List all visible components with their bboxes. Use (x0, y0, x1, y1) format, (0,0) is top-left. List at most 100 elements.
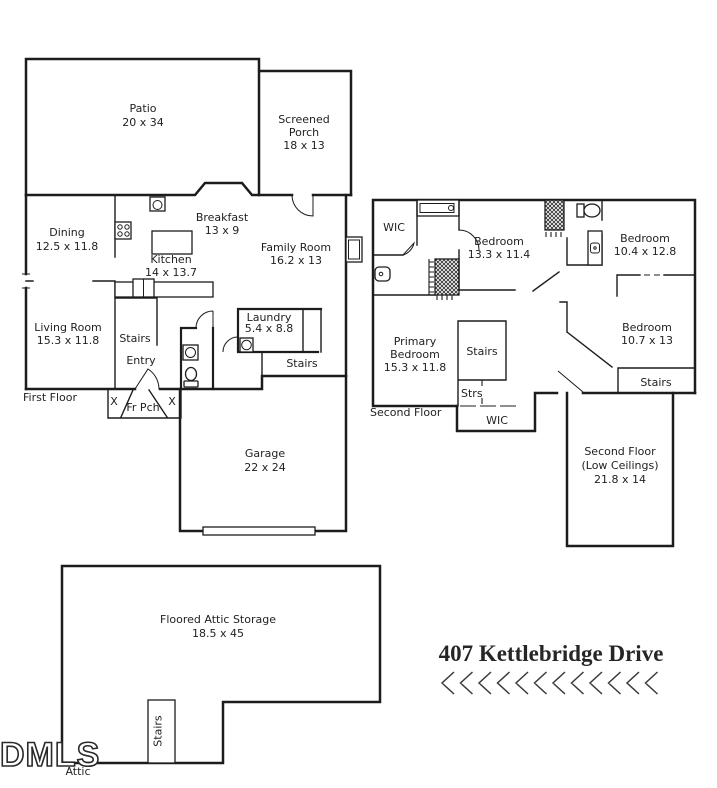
room-label: Stairs (286, 357, 318, 370)
wall-patio-porch (24, 57, 353, 197)
mls-watermark: DMLS (0, 736, 100, 774)
room-label: Living Room (34, 321, 102, 334)
firebox-icon (348, 239, 360, 260)
attic-walls (60, 564, 382, 765)
low-ceiling-walls (565, 391, 675, 548)
room-label: Strs (461, 387, 483, 400)
hall-toilet-tank-icon (576, 203, 585, 218)
garden-tub-icon (416, 199, 460, 217)
powder-toilet-icon (184, 366, 198, 382)
garage-door-icon (202, 526, 316, 536)
primary-bath-walls (372, 199, 436, 296)
stairs-center-walls (457, 320, 507, 407)
room-label: Bedroom (390, 348, 440, 361)
stove-icon (114, 221, 132, 240)
room-label: Bedroom (620, 232, 670, 245)
floor-label: First Floor (23, 391, 77, 404)
room-dims: 12.5 x 11.8 (36, 240, 99, 253)
tub-drain-icon (448, 205, 454, 211)
chevron-row-icon (440, 671, 659, 695)
room-label: Bedroom (474, 235, 524, 248)
address-title: 407 Kettlebridge Drive (439, 641, 664, 666)
room-dims: 14 x 13.7 (145, 266, 197, 279)
room-dims: 10.7 x 13 (621, 334, 673, 347)
room-label: Stairs (640, 376, 672, 389)
room-dims: 13 x 9 (205, 224, 240, 237)
room-label: Fr Pch (126, 401, 159, 414)
stairs-right-walls (617, 367, 696, 394)
powder-toilet-tank-icon (183, 380, 199, 388)
burner-icon (117, 224, 123, 230)
room-label: Porch (289, 126, 319, 139)
room-label: Stairs (152, 715, 165, 747)
porch-door-icon (291, 194, 314, 217)
room-dims: 22 x 24 (244, 461, 286, 474)
room-dims: 18.5 x 45 (192, 627, 244, 640)
porch-post-label: X (168, 395, 176, 408)
footer: 407 Kettlebridge Drive DMLS (0, 641, 664, 775)
burner-icon (124, 224, 130, 230)
room-label: Garage (245, 447, 286, 460)
powder-sink-basin-icon (185, 347, 196, 358)
primary-shower-icon (434, 258, 460, 296)
room-dims: 20 x 34 (122, 116, 164, 129)
room-label: Kitchen (150, 253, 191, 266)
hall-vanity-icon (587, 230, 603, 266)
room-dims: 16.2 x 13 (270, 254, 322, 267)
room-dims: 10.4 x 12.8 (614, 245, 677, 258)
shower-tile-icon (545, 232, 562, 237)
kitchen-sink-icon (149, 196, 166, 212)
hall-shower-icon (544, 199, 565, 231)
wall-sides (24, 193, 348, 391)
room-label: WIC (383, 221, 405, 234)
front-porch-roof-lines (120, 389, 168, 418)
room-label: Entry (126, 354, 156, 367)
laundry-closet-walls (302, 308, 322, 353)
wall-outline (371, 198, 697, 408)
sink-drain-icon (593, 246, 597, 250)
room-dims: 13.3 x 11.4 (468, 248, 531, 261)
room-label: Screened (278, 113, 330, 126)
window-living-icon (22, 273, 30, 289)
room-label: Primary (394, 335, 437, 348)
room-dims: 15.3 x 11.8 (37, 334, 100, 347)
attic-stairs-box (147, 699, 176, 764)
second-floor-plan: WIC Bedroom 13.3 x 11.4 Bedroom 10.4 x 1… (370, 198, 697, 548)
room-label: Stairs (119, 332, 151, 345)
powder-room-walls (179, 326, 215, 391)
room-label: Laundry (247, 311, 292, 324)
fireplace-icon (345, 236, 363, 263)
room-label: Second Floor (584, 445, 656, 458)
hall-toilet-icon (583, 203, 601, 218)
room-label: Floored Attic Storage (160, 613, 276, 626)
room-dims: 18 x 13 (283, 139, 325, 152)
room-label: Stairs (466, 345, 498, 358)
wall-bottom (455, 391, 697, 433)
wic-door-icon (402, 241, 415, 256)
laundry-door-icon (222, 336, 239, 353)
burner-icon (117, 231, 123, 237)
washer-drum-icon (241, 339, 252, 351)
bedroom-133-walls (458, 199, 560, 292)
burner-icon (124, 231, 130, 237)
porch-post-label: X (110, 395, 118, 408)
wall-bottom (24, 374, 348, 391)
bedroom-107-walls (616, 274, 696, 297)
shower-tile-icon (428, 259, 453, 300)
room-label: Bedroom (622, 321, 672, 334)
front-door-icon (134, 368, 160, 390)
attic-plan: Floored Attic Storage 18.5 x 45 Stairs A… (60, 564, 382, 778)
hall-sink-icon (590, 242, 600, 254)
hall-bath-walls (566, 199, 603, 266)
kitchen-counter-icon (114, 281, 214, 298)
bedroom-133-door-icon (458, 229, 480, 251)
room-label: Dining (49, 226, 85, 239)
toilet-flush-icon (378, 271, 384, 277)
powder-door-icon (195, 310, 214, 329)
first-floor-plan: Patio 20 x 34 Screened Porch 18 x 13 Din… (22, 57, 363, 536)
room-label: Breakfast (196, 211, 249, 224)
kitchen-sink-basin-icon (152, 200, 163, 210)
room-label: Family Room (261, 241, 331, 254)
room-dims: 5.4 x 8.8 (245, 322, 294, 335)
